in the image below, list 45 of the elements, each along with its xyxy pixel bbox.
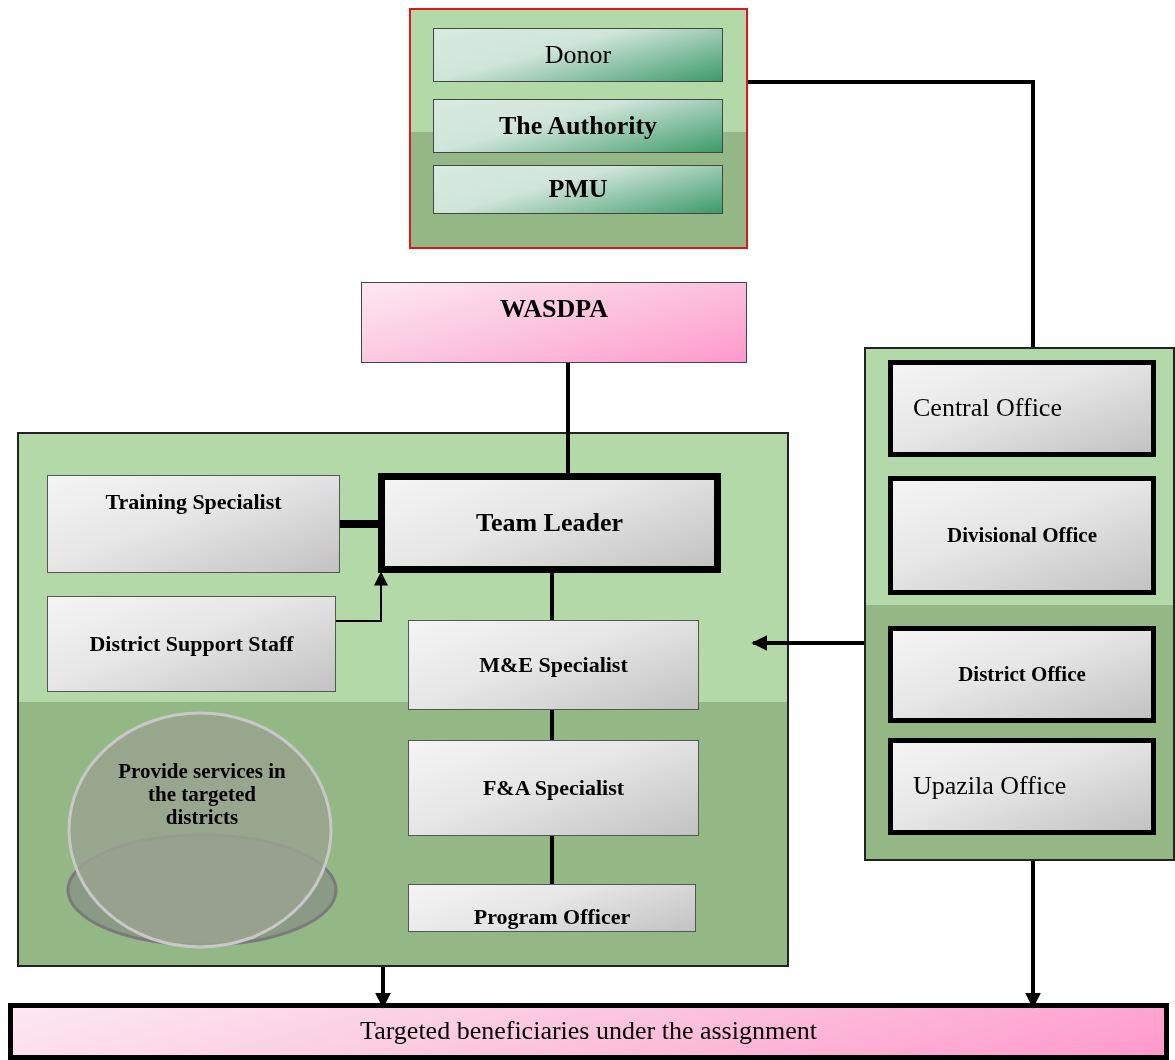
node-label: PMU [548, 175, 608, 204]
process-box [888, 738, 1156, 835]
node-label: WASDPA [500, 295, 608, 324]
connector-line [340, 520, 378, 528]
process-box [408, 884, 696, 932]
connector-line [550, 573, 554, 620]
process-box [47, 596, 336, 692]
node-label: Provide services in the targeted districts [117, 760, 287, 830]
node-label: District Support Staff [89, 631, 294, 657]
arrow [751, 635, 864, 651]
connector-line [566, 363, 570, 473]
node-label: Donor [544, 40, 612, 70]
group-panel [17, 432, 789, 967]
node-label: Upazila Office [913, 772, 1067, 801]
node-label: Training Specialist [105, 490, 282, 515]
process-box [888, 626, 1156, 723]
node-label: Program Officer [473, 904, 631, 929]
connector-line [748, 80, 1035, 347]
group-panel [864, 347, 1175, 861]
node-label: F&A Specialist [482, 775, 625, 801]
process-box [888, 476, 1156, 595]
arrow [335, 571, 388, 622]
arrow [1025, 861, 1041, 1009]
process-box [433, 28, 723, 82]
node-label: Divisional Office [947, 523, 1097, 548]
process-box [8, 1003, 1169, 1060]
arrow [375, 967, 391, 1009]
process-box [408, 740, 699, 836]
connector-line [550, 710, 554, 740]
process-box [378, 473, 721, 573]
node-label: Targeted beneficiaries under the assignment [360, 1017, 817, 1046]
process-box [888, 360, 1156, 457]
ellipse-shape [66, 710, 338, 950]
node-label: Central Office [913, 394, 1062, 423]
group-panel [409, 8, 748, 249]
node-label: M&E Specialist [479, 652, 628, 678]
process-box [361, 282, 747, 363]
connector-line [550, 836, 554, 884]
process-box [433, 99, 723, 153]
process-box [433, 165, 723, 214]
process-box [408, 620, 699, 710]
node-label: Team Leader [475, 508, 624, 538]
node-label: The Authority [498, 111, 658, 141]
node-label: District Office [958, 662, 1086, 687]
process-box [47, 475, 340, 573]
